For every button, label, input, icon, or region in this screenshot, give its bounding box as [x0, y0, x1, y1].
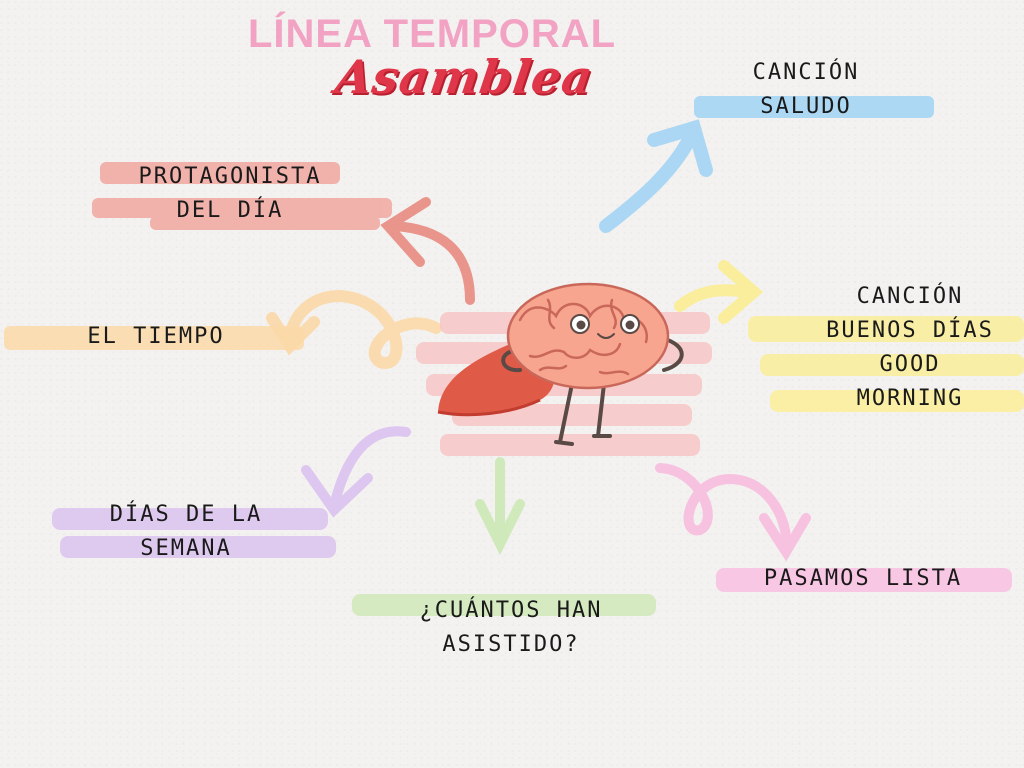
- stroke-cuantos-asistido: [352, 594, 656, 616]
- node-line: DEL DÍA: [176, 198, 284, 223]
- node-dias-semana: DÍAS DE LA SEMANA: [86, 498, 286, 566]
- node-line: DÍAS DE LA: [109, 502, 263, 527]
- node-line: MORNING: [856, 386, 964, 411]
- node-line: CANCIÓN: [856, 284, 964, 309]
- arrow-blue-icon: [599, 119, 713, 233]
- stroke-pasamos-lista: [716, 568, 1012, 592]
- node-line: PASAMOS LISTA: [763, 566, 963, 591]
- stroke-cancion-saludo: [694, 96, 934, 118]
- node-protagonista: PROTAGONISTA DEL DÍA: [110, 160, 350, 228]
- node-line: SEMANA: [140, 536, 232, 561]
- node-line: BUENOS DÍAS: [826, 318, 994, 343]
- stroke-el-tiempo: [4, 326, 304, 350]
- node-line: GOOD: [879, 352, 941, 377]
- node-el-tiempo: EL TIEMPO: [56, 320, 256, 354]
- arrow-purple-icon: [301, 426, 411, 518]
- node-line: ¿CUÁNTOS HAN: [419, 598, 603, 623]
- node-line: ASISTIDO?: [442, 632, 580, 657]
- node-line: SALUDO: [760, 94, 852, 119]
- node-cuantos-asistido: ¿CUÁNTOS HAN ASISTIDO?: [396, 594, 626, 662]
- arrow-green-icon: [475, 457, 525, 556]
- arrow-pink-icon: [655, 463, 811, 562]
- node-line: PROTAGONISTA: [138, 164, 322, 189]
- node-pasamos-lista: PASAMOS LISTA: [728, 562, 998, 596]
- page-title: LÍNEA TEMPORAL: [248, 12, 617, 56]
- node-line: EL TIEMPO: [87, 324, 225, 349]
- arrow-orange-icon: [266, 289, 442, 369]
- arrow-yellow-icon: [674, 260, 764, 324]
- stroke-cancion-buenos-dias: [748, 316, 1024, 412]
- node-cancion-buenos-dias: CANCIÓN BUENOS DÍAS GOOD MORNING: [800, 280, 1020, 416]
- stroke-dias-semana: [52, 508, 336, 558]
- node-cancion-saludo: CANCIÓN SALUDO: [726, 56, 886, 124]
- arrow-red-icon: [380, 197, 475, 305]
- brain-superhero-icon: [437, 282, 684, 446]
- page-subtitle: Asamblea: [332, 50, 597, 104]
- stroke-protagonista: [92, 162, 392, 230]
- node-line: CANCIÓN: [752, 60, 860, 85]
